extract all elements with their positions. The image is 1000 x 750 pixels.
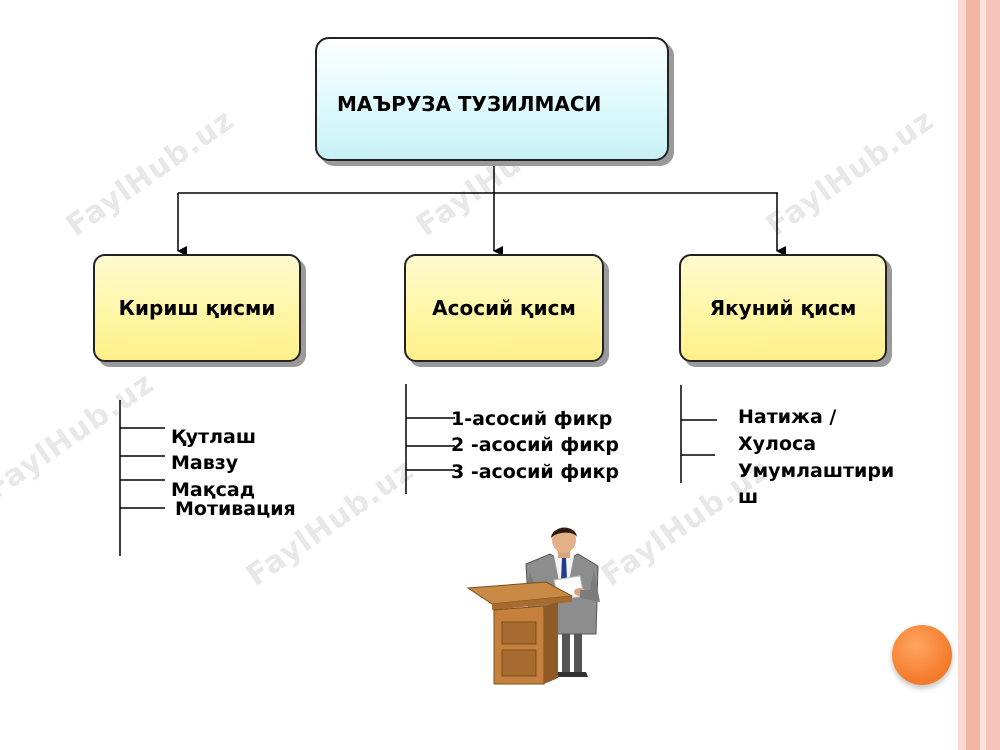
list-item: Умумлаштири <box>738 460 895 482</box>
speaker-podium-illustration <box>466 527 600 685</box>
list-item: Мавзу <box>171 452 239 474</box>
list-item: Мотивация <box>175 498 296 520</box>
diagram-title: МАЪРУЗА ТУЗИЛМАСИ <box>337 92 602 116</box>
accent-circle <box>892 625 952 685</box>
list-item: Қутлаш <box>171 426 257 448</box>
section-label: Кириш қисми <box>118 296 276 320</box>
list-item: 3 -асосий фикр <box>451 461 620 483</box>
title-box: МАЪРУЗА ТУЗИЛМАСИ <box>315 37 669 161</box>
side-stripe <box>958 0 966 750</box>
side-stripe <box>980 0 986 750</box>
side-stripe <box>966 0 980 750</box>
section-box-final: Якуний қисм <box>679 254 887 362</box>
section-label: Асосий қисм <box>432 296 576 320</box>
list-item: 2 -асосий фикр <box>451 434 620 456</box>
section-box-intro: Кириш қисми <box>93 254 301 362</box>
list-item: ш <box>738 486 759 508</box>
list-item: Натижа / <box>738 406 837 428</box>
section-box-main: Асосий қисм <box>404 254 604 362</box>
side-stripe <box>986 0 1000 750</box>
list-item: Хулоса <box>738 433 817 455</box>
section-label: Якуний қисм <box>709 296 857 320</box>
list-item: Мақсад <box>171 479 256 501</box>
list-item: 1-асосий фикр <box>451 408 613 430</box>
